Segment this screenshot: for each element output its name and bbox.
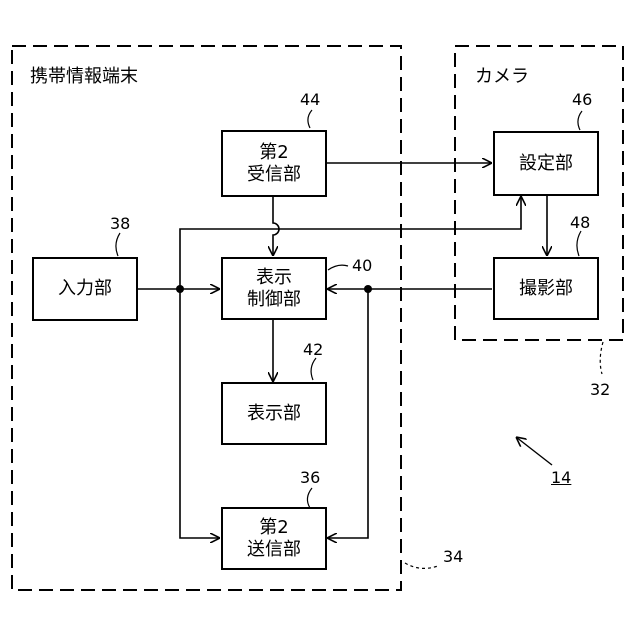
ref-transmitter: 36 (300, 468, 320, 487)
display-control-label-line2: 制御部 (247, 289, 301, 311)
junction-dot-right (364, 285, 372, 293)
input-label: 入力部 (58, 278, 112, 300)
camera-region-title: カメラ (475, 62, 529, 88)
display-control-block: 表示 制御部 (221, 257, 327, 320)
setting-label: 設定部 (519, 153, 573, 175)
leader-46 (578, 111, 582, 130)
transmitter-block: 第2 送信部 (221, 507, 327, 570)
ref-receiver: 44 (300, 90, 320, 109)
transmitter-label-line2: 送信部 (247, 539, 301, 561)
receiver-block: 第2 受信部 (221, 130, 327, 197)
imaging-label: 撮影部 (519, 278, 573, 300)
setting-block: 設定部 (493, 131, 599, 196)
terminal-region-title: 携帯情報端末 (30, 62, 138, 88)
leader-34 (405, 563, 438, 568)
leader-42 (311, 358, 316, 380)
display-block: 表示部 (221, 382, 327, 445)
receiver-label-line1: 第2 (259, 142, 288, 164)
leader-40 (328, 265, 348, 270)
leader-44 (308, 110, 312, 128)
ref-display-control: 40 (352, 256, 372, 275)
leader-36 (307, 488, 312, 508)
ref-terminal: 34 (443, 547, 463, 566)
ref-setting: 46 (572, 90, 592, 109)
input-block: 入力部 (32, 257, 138, 321)
leader-32 (600, 342, 603, 374)
receiver-label-line2: 受信部 (247, 164, 301, 186)
arrow-bus-to-transmitter (180, 289, 220, 538)
ref-camera: 32 (590, 380, 610, 399)
arrow-junction-to-transmitter (327, 289, 368, 538)
transmitter-label-line1: 第2 (259, 517, 288, 539)
junction-dot-left (176, 285, 184, 293)
ref-display: 42 (303, 340, 323, 359)
arrow-receiver-to-display-control (273, 197, 279, 256)
ref-input: 38 (110, 214, 130, 233)
display-control-label-line1: 表示 (256, 267, 292, 289)
imaging-block: 撮影部 (493, 257, 599, 320)
ref-imaging: 48 (570, 213, 590, 232)
display-label: 表示部 (247, 403, 301, 425)
leader-48 (577, 231, 581, 256)
system-ref-arrow (516, 437, 552, 465)
ref-system: 14 (551, 468, 571, 487)
leader-38 (116, 233, 120, 256)
